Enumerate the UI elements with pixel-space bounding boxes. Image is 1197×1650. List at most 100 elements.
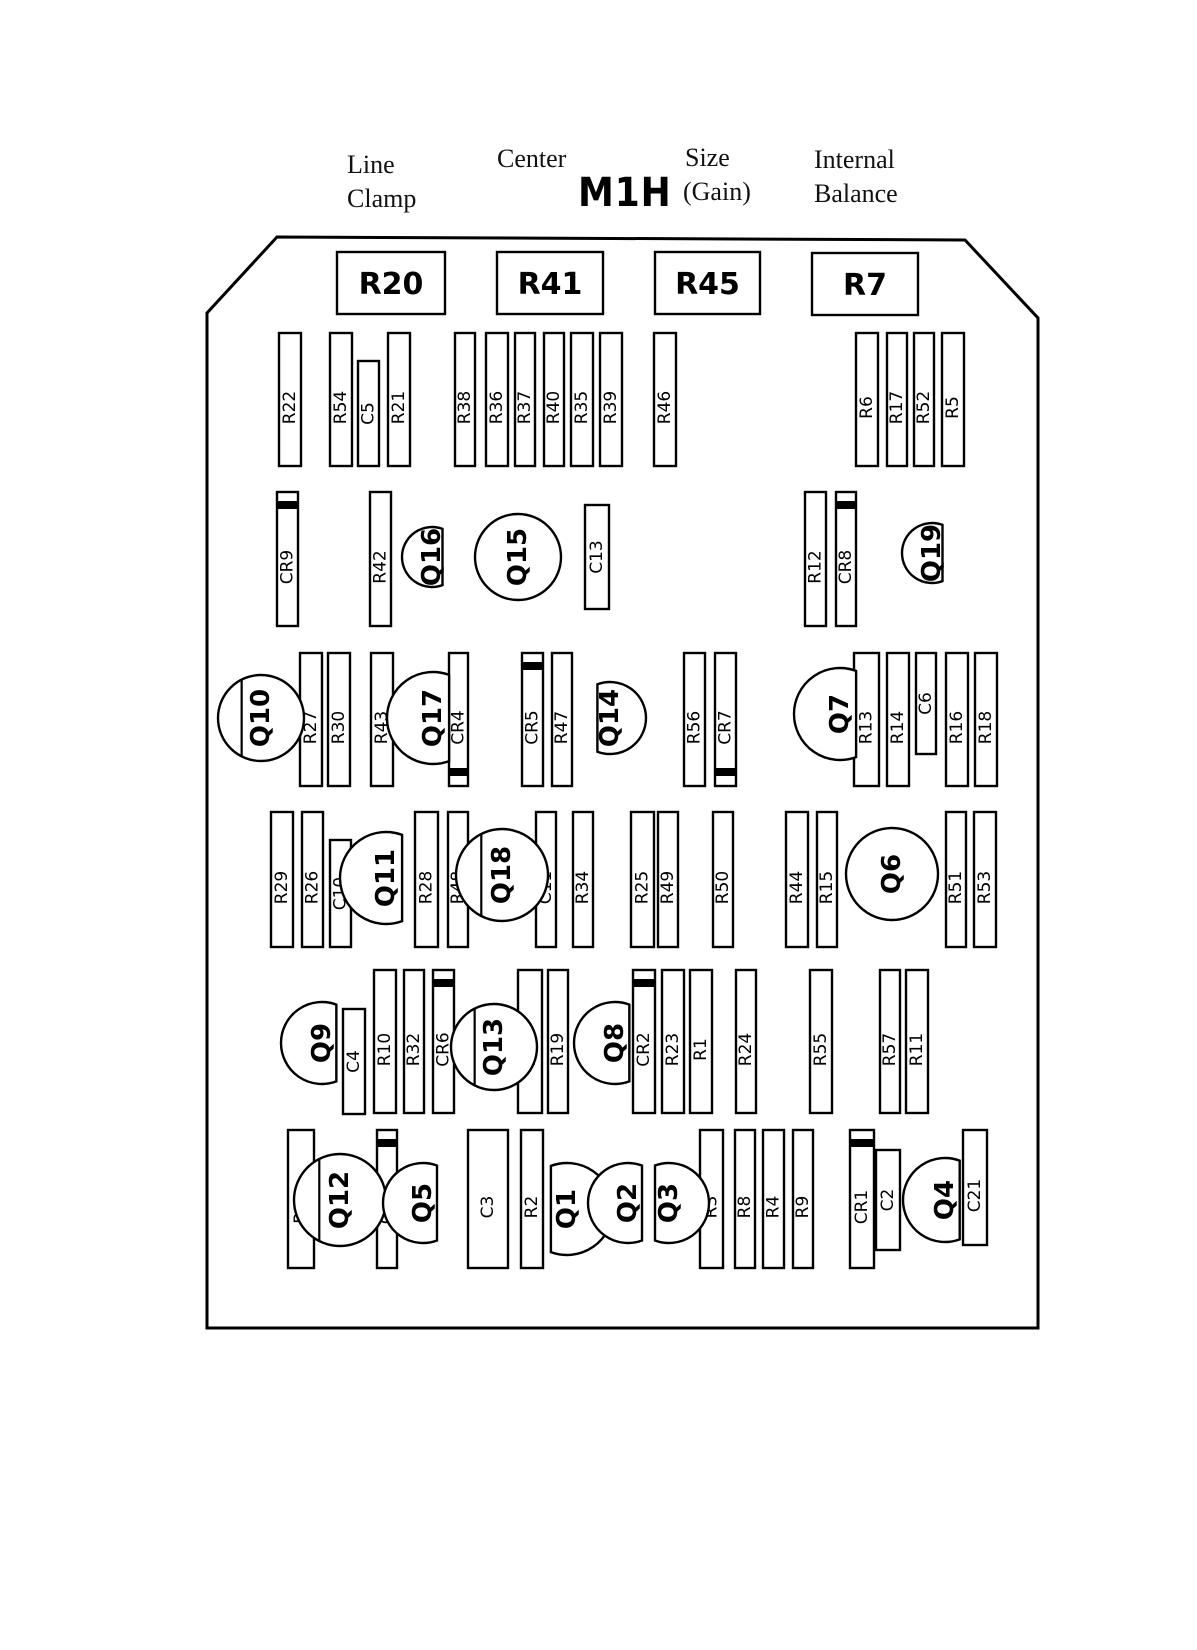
cathode-band	[378, 1139, 396, 1147]
resistor-r16: R16	[944, 651, 970, 788]
capacitor-label: C21	[965, 1179, 985, 1213]
resistor-r8: R8	[733, 1128, 757, 1270]
diode-cr5: CR5	[520, 651, 545, 788]
cathode-band	[851, 1139, 873, 1147]
transistor-body	[216, 673, 306, 763]
diode-cr7: CR7	[713, 651, 738, 788]
capacitor-c2: C2	[874, 1148, 902, 1252]
resistor-body	[973, 651, 999, 788]
resistor-label: R57	[880, 1033, 900, 1066]
diode-body	[848, 1128, 876, 1270]
transistor-q4: Q4	[901, 1156, 961, 1244]
capacitor-body	[356, 359, 381, 468]
diode-label: CR7	[716, 710, 736, 745]
transistor-q7: Q7	[792, 666, 858, 762]
transistor-label: Q3	[654, 1183, 684, 1223]
resistor-label: R6	[857, 396, 877, 419]
resistor-r5: R5	[940, 331, 966, 468]
resistor-body	[277, 331, 303, 468]
resistor-label: R22	[280, 391, 300, 424]
resistor-label: R16	[947, 711, 967, 744]
label-internal-balance: Internal Balance	[814, 143, 898, 211]
capacitor-c6: C6	[914, 651, 938, 756]
resistor-body	[652, 331, 678, 468]
resistor-body	[733, 1128, 757, 1270]
resistor-label: R13	[857, 711, 877, 744]
resistor-label: R11	[907, 1033, 927, 1066]
label-line-clamp-line1: Line	[347, 150, 395, 179]
resistor-body	[519, 1128, 545, 1270]
board-title: M1H	[578, 170, 672, 216]
resistor-r53: R53	[972, 810, 998, 949]
cathode-band	[434, 979, 453, 987]
resistor-body	[972, 810, 998, 949]
transistor-body	[844, 826, 940, 922]
transistor-label: Q10	[246, 689, 276, 747]
resistor-label: R28	[417, 871, 437, 904]
resistor-label: R29	[272, 871, 292, 904]
pot-body	[653, 250, 762, 316]
resistor-body	[571, 810, 595, 949]
resistor-label: R19	[548, 1033, 568, 1066]
resistor-label: R10	[375, 1033, 395, 1066]
resistor-label: R44	[787, 871, 807, 904]
capacitor-c4: C4	[341, 1007, 367, 1116]
pot-label: R7	[843, 268, 887, 303]
diode-body	[631, 968, 657, 1115]
diode-label: CR4	[449, 710, 469, 745]
capacitor-body	[961, 1128, 989, 1247]
resistor-body	[660, 968, 686, 1115]
resistor-r21: R21	[386, 331, 412, 468]
resistor-label: R46	[655, 391, 675, 424]
transistor-label: Q9	[307, 1023, 337, 1063]
capacitor-body	[466, 1128, 510, 1270]
transistor-body	[653, 1161, 711, 1245]
transistor-label: Q18	[487, 846, 517, 904]
resistor-label: R36	[487, 391, 507, 424]
capacitor-label: C3	[478, 1196, 498, 1219]
transistor-label: Q5	[408, 1183, 438, 1223]
resistor-body	[413, 810, 440, 949]
resistor-r47: R47	[550, 651, 574, 788]
pot-body	[810, 251, 920, 317]
capacitor-body	[874, 1148, 902, 1252]
capacitor-label: C5	[359, 402, 379, 425]
resistor-label: R42	[371, 550, 391, 583]
resistor-label: R24	[736, 1033, 756, 1066]
capacitor-body	[583, 503, 611, 611]
resistor-label: R26	[303, 871, 323, 904]
resistor-r30: R30	[326, 651, 352, 788]
label-center: Center	[497, 142, 566, 176]
resistor-r37: R37	[513, 331, 537, 468]
resistor-body	[688, 968, 714, 1115]
transistor-label: Q14	[595, 689, 625, 747]
transistor-label: Q12	[325, 1171, 355, 1229]
resistor-body	[484, 331, 510, 468]
resistor-r19: R19	[546, 968, 570, 1115]
transistor-q19: Q19	[900, 521, 947, 585]
resistor-label: R54	[331, 391, 351, 424]
resistor-label: R53	[975, 871, 995, 904]
transistor-q10: Q10	[216, 673, 306, 763]
resistor-label: R32	[404, 1033, 424, 1066]
resistor-body	[453, 331, 477, 468]
resistor-body	[791, 1128, 815, 1270]
cathode-band	[634, 979, 654, 987]
resistor-body	[569, 331, 595, 468]
resistor-body	[513, 331, 537, 468]
resistor-body	[854, 331, 880, 468]
transistor-q18: Q18	[454, 827, 550, 923]
resistor-r34: R34	[571, 810, 595, 949]
resistor-label: R14	[888, 711, 908, 744]
transistor-q16: Q16	[400, 525, 447, 589]
resistor-body	[852, 651, 881, 788]
transistor-q6: Q6	[844, 826, 940, 922]
resistor-body	[269, 810, 295, 949]
resistor-r35: R35	[569, 331, 595, 468]
resistor-body	[784, 810, 810, 949]
resistor-body	[808, 968, 834, 1115]
resistor-r22: R22	[277, 331, 303, 468]
capacitor-label: C2	[878, 1189, 898, 1212]
resistor-body	[629, 810, 656, 949]
